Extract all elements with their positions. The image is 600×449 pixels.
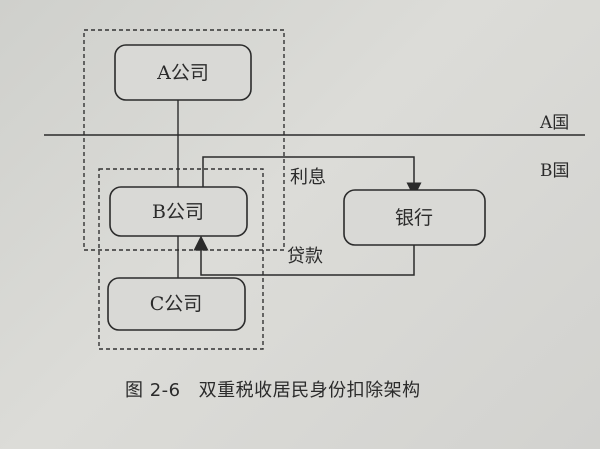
node-b-company-label: B公司 — [152, 201, 204, 223]
node-c-company-label: C公司 — [150, 293, 203, 315]
country-a-label: A国 — [539, 113, 569, 133]
node-a-company-label: A公司 — [156, 62, 209, 84]
interest-label: 利息 — [290, 167, 326, 188]
interest-arrow — [202, 156, 422, 198]
loan-label: 贷款 — [287, 246, 323, 267]
figure-caption: 图 2-6 双重税收居民身份扣除架构 — [125, 376, 421, 402]
node-bank: 银行 — [343, 189, 486, 246]
node-b-company: B公司 — [109, 186, 248, 237]
node-bank-label: 银行 — [395, 207, 433, 229]
node-a-company: A公司 — [114, 44, 252, 101]
dashed-group-a-b — [83, 29, 285, 251]
country-b-label: B国 — [540, 161, 570, 181]
dashed-group-b-c — [98, 168, 264, 350]
figure-number: 图 2-6 — [125, 380, 181, 401]
node-c-company: C公司 — [107, 277, 246, 331]
loan-arrow — [193, 235, 415, 276]
figure-title: 双重税收居民身份扣除架构 — [198, 380, 421, 401]
